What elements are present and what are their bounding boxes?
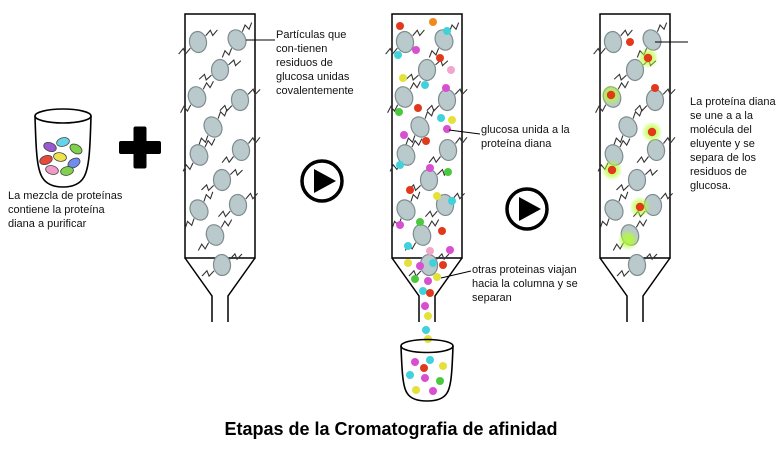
diagram-title: Etapas de la Cromatografia de afinidad — [224, 419, 558, 439]
eluent-label: La proteína diana se une a a la molécula… — [690, 96, 776, 193]
collection-beaker-icon — [400, 326, 454, 402]
column-2-protein-dots — [394, 18, 456, 320]
column-2 — [385, 13, 468, 323]
mixture-label: La mezcla de proteínas contiene la prote… — [8, 190, 123, 231]
particles-label: Partículas que con-tienen residuos de gl… — [276, 29, 354, 98]
other-proteins-label: otras proteinas viajan hacia la columna … — [472, 264, 578, 305]
pointer-line-bound-glucose — [448, 129, 481, 135]
mixture-proteins — [39, 137, 83, 176]
pointer-dot-bound-glucose — [443, 125, 451, 133]
mixture-beaker-icon — [34, 108, 92, 188]
column-1 — [178, 13, 261, 323]
pointer-line-other-proteins — [440, 270, 472, 279]
collected-proteins — [406, 356, 447, 395]
column-3-eluted-target-proteins — [600, 38, 663, 251]
column-3 — [593, 13, 676, 323]
arrow-right-icon — [505, 187, 549, 231]
arrow-right-icon — [300, 159, 344, 203]
pointer-lines — [246, 39, 688, 279]
bound-glucose-label: glucosa unida a la proteína diana — [481, 124, 570, 151]
plus-icon — [119, 126, 161, 169]
